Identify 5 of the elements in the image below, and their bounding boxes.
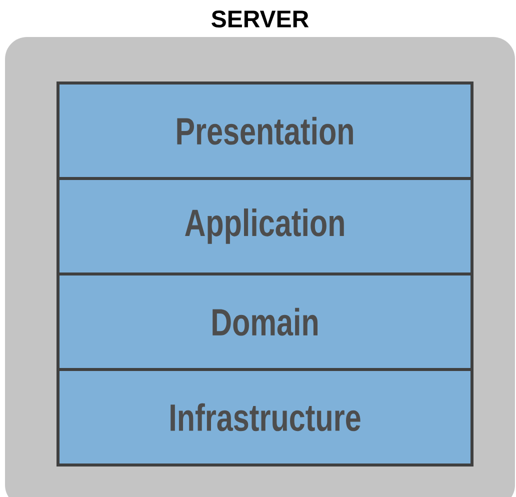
layer-box: Presentation xyxy=(56,82,474,180)
heading: SERVER xyxy=(212,10,309,28)
layer-box: Infrastructure xyxy=(56,368,474,466)
layer-box: Application xyxy=(56,176,474,276)
layer-box: Domain xyxy=(56,272,474,372)
